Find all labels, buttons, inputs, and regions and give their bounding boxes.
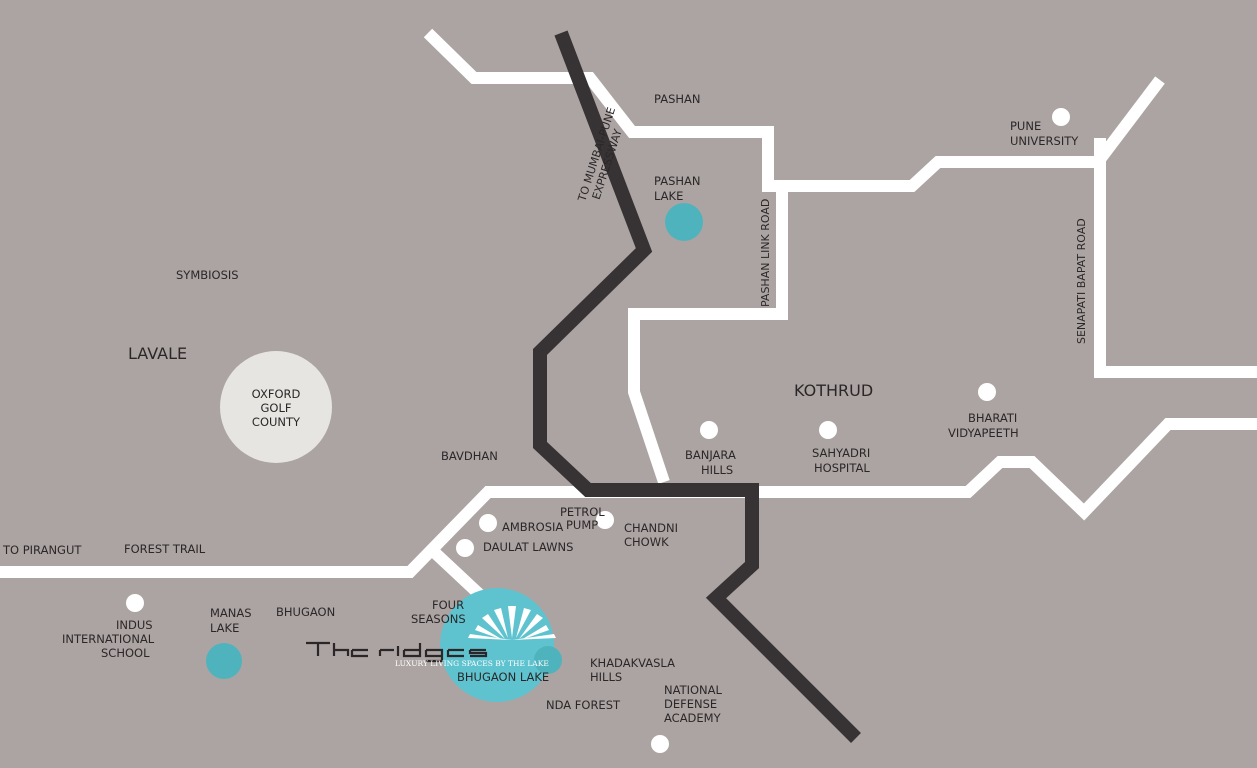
- ambrosia-dot: [479, 514, 497, 532]
- label-indus-1: INDUS: [116, 618, 153, 632]
- label-banjara-2: HILLS: [701, 463, 733, 477]
- label-sahyadri-1: SAHYADRI: [812, 446, 870, 460]
- agave-plant-icon: [468, 606, 556, 640]
- label-ambrosia: AMBROSIA: [502, 520, 563, 534]
- label-pashan-lake-1: PASHAN: [654, 174, 700, 188]
- label-pashan-link-road: PASHAN LINK ROAD: [759, 199, 772, 307]
- label-indus-3: SCHOOL: [101, 646, 150, 660]
- label-bharati-2: VIDYAPEETH: [948, 426, 1019, 440]
- label-bhugaon: BHUGAON: [276, 605, 335, 619]
- label-daulat-lawns: DAULAT LAWNS: [483, 540, 573, 554]
- label-sahyadri-2: HOSPITAL: [814, 461, 870, 475]
- label-senapati-bapat-road: SENAPATI BAPAT ROAD: [1075, 218, 1088, 344]
- label-oxford-golf-3: COUNTY: [252, 415, 301, 429]
- pashan-road: [423, 28, 1165, 192]
- landmark-dots: [126, 108, 1070, 753]
- label-chandni-1: CHANDNI: [624, 521, 678, 535]
- mumbai-pune-expressway: [533, 30, 861, 743]
- oxford-golf-county-marker: [220, 351, 332, 463]
- road-network: [0, 28, 1257, 613]
- petrol-pump-dot: [596, 511, 614, 529]
- label-manas-lake-1: MANAS: [210, 606, 252, 620]
- landmark-labels: PUNE UNIVERSITY PASHAN LAKE OXFORD GOLF …: [62, 119, 1079, 725]
- label-bhugaon-lake: BHUGAON LAKE: [457, 670, 549, 684]
- label-nda-academy-3: ACADEMY: [664, 711, 722, 725]
- nda-academy-dot: [651, 735, 669, 753]
- pashan-link-road: [628, 192, 788, 484]
- label-petrol-pump-1: PETROL: [560, 505, 605, 519]
- label-four-seasons-1: FOUR: [432, 598, 464, 612]
- bhugaon-lake-marker: [534, 646, 562, 674]
- bharati-vidyapeeth-dot: [978, 383, 996, 401]
- label-nda-academy-1: NATIONAL: [664, 683, 723, 697]
- label-oxford-golf-2: GOLF: [261, 401, 292, 415]
- label-nda-forest: NDA FOREST: [546, 698, 621, 712]
- label-pashan: PASHAN: [654, 92, 700, 106]
- label-forest-trail: FOREST TRAIL: [124, 542, 206, 556]
- label-petrol-pump-2: PUMP: [566, 518, 598, 532]
- label-symbiosis: SYMBIOSIS: [176, 268, 239, 282]
- label-to-pirangut: TO PIRANGUT: [2, 543, 82, 557]
- label-lavale: LAVALE: [128, 344, 187, 363]
- label-banjara-1: BANJARA: [685, 448, 736, 462]
- label-chandni-2: CHOWK: [624, 535, 669, 549]
- label-pune-university-2: UNIVERSITY: [1010, 134, 1079, 148]
- label-nda-academy-2: DEFENSE: [664, 697, 717, 711]
- label-indus-2: INTERNATIONAL: [62, 632, 155, 646]
- label-pune-university-1: PUNE: [1010, 119, 1041, 133]
- sahyadri-hospital-dot: [819, 421, 837, 439]
- the-ridges-logo: LUXURY LIVING SPACES BY THE LAKE: [306, 606, 556, 668]
- label-bavdhan: BAVDHAN: [441, 449, 498, 463]
- manas-lake-marker: [206, 643, 242, 679]
- label-oxford-golf-1: OXFORD: [252, 387, 301, 401]
- forest-trail-road: [0, 418, 1257, 578]
- pune-university-dot: [1052, 108, 1070, 126]
- label-kothrud: KOTHRUD: [794, 381, 873, 400]
- label-four-seasons-2: SEASONS: [411, 612, 466, 626]
- pashan-lake-marker: [665, 203, 703, 241]
- label-khadakvasla-1: KHADAKVASLA: [590, 656, 675, 670]
- area-labels: PASHAN SYMBIOSIS LAVALE KOTHRUD BAVDHAN …: [2, 92, 873, 712]
- label-pashan-lake-2: LAKE: [654, 189, 683, 203]
- senapati-bapat-road: [1094, 138, 1257, 378]
- indus-school-dot: [126, 594, 144, 612]
- label-bharati-1: BHARATI: [968, 411, 1017, 425]
- label-manas-lake-2: LAKE: [210, 621, 239, 635]
- label-khadakvasla-2: HILLS: [590, 670, 622, 684]
- banjara-hills-dot: [700, 421, 718, 439]
- the-ridges-tagline: LUXURY LIVING SPACES BY THE LAKE: [395, 659, 549, 668]
- daulat-lawns-dot: [456, 539, 474, 557]
- the-ridges-wordmark: [306, 641, 488, 663]
